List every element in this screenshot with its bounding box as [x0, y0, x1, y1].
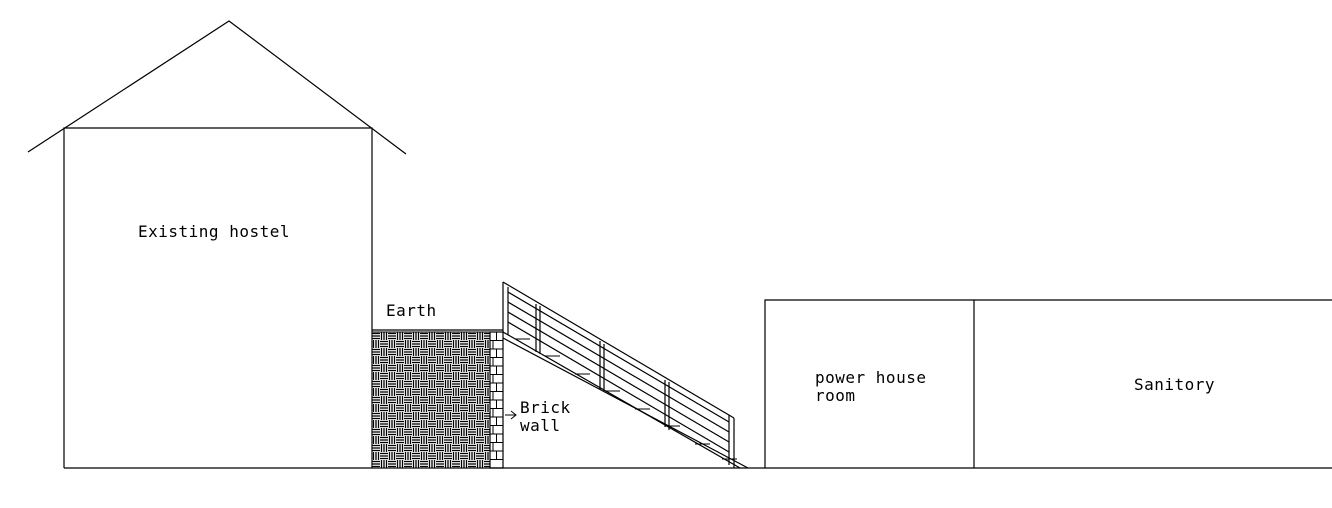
earth-label: Earth: [386, 301, 437, 320]
hostel-label: Existing hostel: [138, 222, 290, 241]
earth-hatch: [371, 331, 491, 469]
brick-wall: [489, 331, 504, 469]
brick-label-line2: wall: [520, 416, 561, 435]
power-house-room: power house room: [764, 299, 975, 468]
earth-fill: Earth: [371, 301, 503, 469]
hostel-walls: [63, 127, 373, 468]
arrow-head-icon: [510, 410, 517, 420]
staircase: [502, 281, 749, 469]
sanitory-block: Sanitory: [974, 299, 1332, 394]
existing-hostel: Existing hostel: [27, 20, 407, 468]
power-label-line1: power house: [815, 368, 926, 387]
power-label-line2: room: [815, 386, 856, 405]
brick-label-line1: Brick: [520, 398, 571, 417]
sanitory-label: Sanitory: [1134, 375, 1215, 394]
brick-wall-annotation: Brick wall: [505, 398, 571, 435]
hostel-roof: [27, 20, 407, 155]
